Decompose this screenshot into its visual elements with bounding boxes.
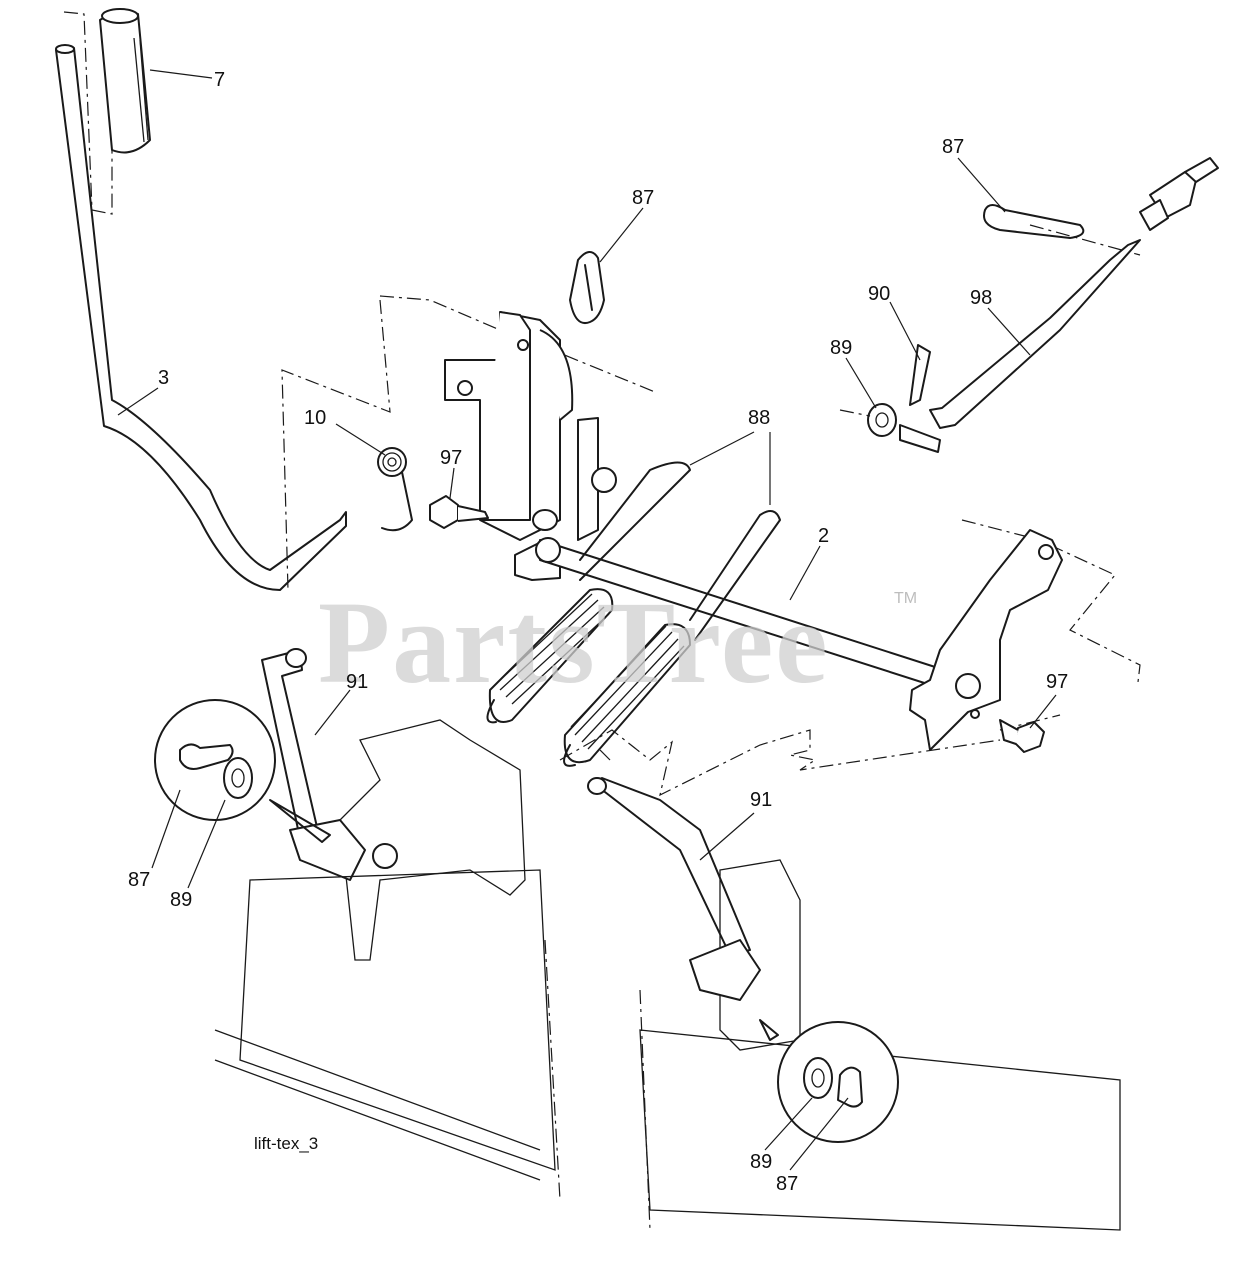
callout-89-left: 89: [170, 889, 193, 911]
callout-87-right: 87: [776, 1173, 799, 1195]
handle-grip: [63, 8, 151, 215]
callout-87-top-right: 87: [942, 136, 965, 158]
callout-91-right: 91: [750, 789, 773, 811]
callout-98: 98: [970, 287, 993, 309]
bolt-left: [429, 495, 489, 529]
right-lift-arm: [909, 519, 1141, 751]
callout-2: 2: [818, 525, 830, 547]
hairpin-clip-top: [569, 251, 605, 324]
leader-lines: [117, 69, 1057, 1171]
link-rod-right: [587, 777, 751, 956]
lift-bracket: [281, 295, 656, 591]
diagram-id-label: lift-tex_3: [254, 1134, 319, 1153]
torsion-spring: [377, 447, 413, 532]
callout-89-top-right: 89: [830, 337, 853, 359]
callout-88: 88: [748, 407, 771, 429]
deck-frame: [559, 729, 1001, 797]
wire-hooks: [579, 461, 781, 641]
callout-97-left: 97: [440, 447, 463, 469]
watermark: PartsTree: [318, 577, 830, 708]
lift-lever: [55, 44, 347, 591]
callout-91-left: 91: [346, 671, 369, 693]
callout-89-right: 89: [750, 1151, 773, 1173]
detail-circle-left: [154, 699, 331, 843]
rod-assembly-right: [839, 157, 1219, 453]
callout-3: 3: [158, 367, 170, 389]
callout-97-right: 97: [1046, 671, 1069, 693]
callout-90: 90: [868, 283, 891, 305]
callout-87-left: 87: [128, 869, 151, 891]
callout-7: 7: [214, 69, 226, 91]
detail-circle-right: [759, 1019, 899, 1143]
callout-10: 10: [304, 407, 327, 429]
bolt-right: [999, 719, 1045, 753]
watermark-trademark: TM: [894, 590, 918, 607]
deck-bracket-left: [214, 719, 561, 1201]
extension-springs: [486, 588, 691, 767]
callout-87-top: 87: [632, 187, 655, 209]
